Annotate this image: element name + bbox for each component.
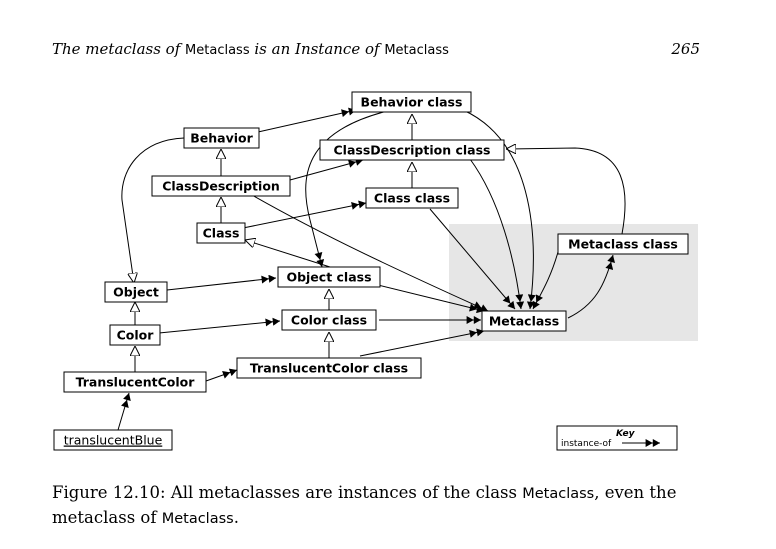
node-metaclass: Metaclass — [481, 310, 567, 332]
node-metaclass-class: Metaclass class — [557, 233, 689, 255]
running-header: The metaclass of Metaclass is an Instanc… — [52, 40, 700, 62]
node-label: Metaclass class — [568, 237, 678, 252]
node-behavior: Behavior — [183, 127, 260, 149]
caption-text: Figure 12.10: All metaclasses are instan… — [52, 483, 523, 502]
node-label: Class — [203, 226, 240, 241]
node-classdescription-class: ClassDescription class — [319, 139, 505, 161]
metaclass-diagram: Behavior class Behavior ClassDescription… — [53, 91, 698, 451]
node-label: Class class — [374, 191, 450, 206]
caption-code: Metaclass — [522, 486, 595, 502]
node-label: Behavior class — [361, 95, 463, 110]
node-object-class: Object class — [277, 266, 381, 288]
node-color: Color — [109, 324, 161, 346]
node-class: Class — [196, 222, 246, 244]
caption-text: , even the metaclass of — [52, 483, 677, 527]
caption-text: . — [233, 508, 239, 527]
node-classdescription: ClassDescription — [151, 175, 291, 197]
page-number: 265 — [671, 40, 700, 58]
running-title-part: The metaclass of — [52, 40, 186, 58]
node-label: Metaclass — [489, 314, 559, 329]
node-label: Object class — [286, 270, 371, 285]
node-translucentblue: translucentBlue — [53, 429, 173, 451]
instance-of-edges — [117, 107, 616, 431]
node-label: ClassDescription class — [334, 143, 491, 158]
node-label: Color — [117, 328, 155, 343]
running-title: The metaclass of Metaclass is an Instanc… — [52, 40, 449, 58]
caption-code: Metaclass — [161, 511, 234, 527]
node-translucentcolor-class: TranslucentColor class — [236, 357, 422, 379]
node-object: Object — [104, 281, 168, 303]
key-title: Key — [616, 429, 636, 439]
node-label: ClassDescription — [162, 179, 280, 194]
node-behavior-class: Behavior class — [351, 91, 472, 113]
key-label: instance-of — [561, 439, 612, 449]
running-title-code: Metaclass — [185, 43, 250, 58]
inheritance-edges — [121, 114, 626, 372]
node-label: Behavior — [190, 131, 253, 146]
node-color-class: Color class — [281, 309, 377, 331]
diagram-key: Key instance-of — [556, 425, 678, 451]
node-label: Object — [113, 285, 159, 300]
node-label: TranslucentColor — [76, 375, 196, 390]
node-label: TranslucentColor class — [250, 361, 408, 376]
node-label: Color class — [291, 313, 367, 328]
figure-caption: Figure 12.10: All metaclasses are instan… — [52, 481, 712, 531]
running-title-part: is an Instance of — [249, 40, 385, 58]
running-title-code: Metaclass — [384, 43, 449, 58]
node-class-class: Class class — [365, 187, 459, 209]
node-label: translucentBlue — [64, 433, 163, 448]
node-translucentcolor: TranslucentColor — [63, 371, 207, 393]
